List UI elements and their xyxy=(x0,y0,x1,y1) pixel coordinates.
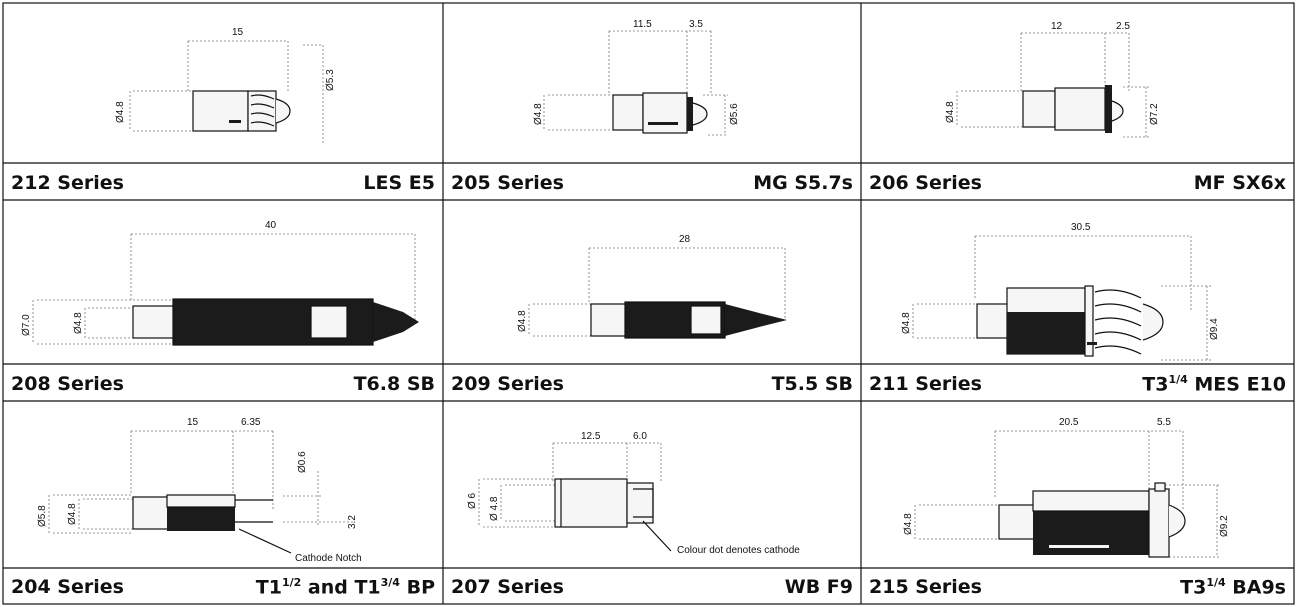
caption-204: 204 Series T11/2 and T13/4 BP xyxy=(11,572,435,598)
dim-dia-body: Ø4.8 xyxy=(903,513,914,535)
dim-lead: 6.35 xyxy=(241,417,261,428)
lamp-207-drawing: 12.5 6.0 Ø 6 Ø 4.8 Colour dot denotes ca… xyxy=(467,431,800,556)
base-type: MF SX6x xyxy=(1193,172,1286,194)
dim-dia-outer: Ø5.8 xyxy=(37,505,48,527)
dim-dia-body: Ø4.8 xyxy=(517,310,528,332)
dim-dia-body: Ø4.8 xyxy=(901,312,912,334)
dim-dia-body: Ø4.8 xyxy=(67,503,78,525)
dim-length: 20.5 xyxy=(1059,417,1079,428)
dim-length: 12 xyxy=(1051,21,1063,32)
caption-206: 206 Series MF SX6x xyxy=(869,168,1286,194)
cathode-notch-note: Cathode Notch xyxy=(295,553,362,564)
base-type: T6.8 SB xyxy=(353,373,435,395)
base-type: T31/4 BA9s xyxy=(1180,575,1286,598)
lamp-208-drawing: 40 Ø7.0 Ø4.8 xyxy=(21,220,419,346)
series-label: 209 Series xyxy=(451,373,564,395)
lamp-215-drawing: 20.5 5.5 Ø4.8 Ø9.2 xyxy=(903,417,1230,558)
dim-length: 15 xyxy=(232,27,244,38)
cell-207-series: 12.5 6.0 Ø 6 Ø 4.8 Colour dot denotes ca… xyxy=(443,401,861,604)
dim-tip: 2.5 xyxy=(1116,21,1130,32)
caption-208: 208 Series T6.8 SB xyxy=(11,369,435,395)
dim-length: 40 xyxy=(265,220,277,231)
dim-dia-base: Ø7.2 xyxy=(1149,103,1160,125)
dim-length: 12.5 xyxy=(581,431,601,442)
base-type: T5.5 SB xyxy=(771,373,853,395)
series-label: 206 Series xyxy=(869,172,982,194)
cell-206-series: 12 2.5 Ø4.8 Ø7.2 206 Series MF SX6x xyxy=(861,3,1294,200)
series-label: 215 Series xyxy=(869,576,982,598)
base-type: MG S5.7s xyxy=(753,172,853,194)
caption-209: 209 Series T5.5 SB xyxy=(451,369,853,395)
dim-spacing: 3.2 xyxy=(347,515,358,529)
caption-212: 212 Series LES E5 xyxy=(11,168,435,194)
base-type: T11/2 and T13/4 BP xyxy=(255,575,435,598)
lamp-204-drawing: 15 6.35 Ø5.8 Ø4.8 Ø0.6 3.2 Cathode Notch xyxy=(37,417,362,564)
dim-dia-body: Ø4.8 xyxy=(533,103,544,125)
base-type: T31/4 MES E10 xyxy=(1142,372,1286,395)
cell-205-series: 11.5 3.5 Ø4.8 Ø5.6 205 Series MG S5.7s xyxy=(443,3,861,200)
dim-dia-outer: Ø7.0 xyxy=(21,314,32,336)
dim-tip: 5.5 xyxy=(1157,417,1171,428)
dim-dia-outer: Ø 6 xyxy=(467,492,478,509)
cell-215-series: 20.5 5.5 Ø4.8 Ø9.2 215 Series T31/4 BA9s xyxy=(861,401,1294,604)
dim-dia-thread: Ø9.4 xyxy=(1209,318,1220,340)
dim-dia-base: Ø9.2 xyxy=(1219,515,1230,537)
series-label: 207 Series xyxy=(451,576,564,598)
series-label: 205 Series xyxy=(451,172,564,194)
dim-tip: 6.0 xyxy=(633,431,647,442)
series-label: 204 Series xyxy=(11,576,124,598)
dim-length: 11.5 xyxy=(633,19,652,30)
caption-215: 215 Series T31/4 BA9s xyxy=(869,572,1286,598)
dim-dia-thread: Ø5.3 xyxy=(325,69,336,91)
series-label: 211 Series xyxy=(869,373,982,395)
series-label: 208 Series xyxy=(11,373,124,395)
base-type: LES E5 xyxy=(363,172,435,194)
dim-length: 30.5 xyxy=(1071,222,1091,233)
lamp-209-drawing: 28 Ø4.8 xyxy=(517,234,787,339)
dim-dia-base: Ø5.6 xyxy=(729,103,740,125)
dim-tip: 3.5 xyxy=(689,19,703,30)
caption-205: 205 Series MG S5.7s xyxy=(451,168,853,194)
lamp-211-drawing: 30.5 Ø4.8 Ø9.4 xyxy=(901,222,1220,361)
caption-211: 211 Series T31/4 MES E10 xyxy=(869,369,1286,395)
cell-208-series: 40 Ø7.0 Ø4.8 208 Series T6.8 SB xyxy=(3,200,443,401)
cell-204-series: 15 6.35 Ø5.8 Ø4.8 Ø0.6 3.2 Cathode Notch… xyxy=(3,401,443,604)
lamp-212-drawing: 15 Ø4.8 Ø5.3 xyxy=(115,27,336,143)
cell-212-series: 15 Ø4.8 Ø5.3 212 Series LES E5 xyxy=(3,3,443,200)
dim-dia-body: Ø 4.8 xyxy=(489,496,500,521)
base-type: WB F9 xyxy=(784,576,853,598)
cathode-dot-note: Colour dot denotes cathode xyxy=(677,545,800,556)
caption-207: 207 Series WB F9 xyxy=(451,572,853,598)
lamp-205-drawing: 11.5 3.5 Ø4.8 Ø5.6 xyxy=(533,19,740,136)
series-label: 212 Series xyxy=(11,172,124,194)
dim-dia-body: Ø4.8 xyxy=(945,101,956,123)
cell-209-series: 28 Ø4.8 209 Series T5.5 SB xyxy=(443,200,861,401)
dim-dia-body: Ø4.8 xyxy=(115,101,126,123)
dim-length: 28 xyxy=(679,234,691,245)
dim-dia-lead: Ø0.6 xyxy=(297,451,308,473)
dim-dia-body: Ø4.8 xyxy=(73,312,84,334)
cell-211-series: 30.5 Ø4.8 Ø9.4 211 Series T31/4 MES E10 xyxy=(861,200,1294,401)
lamp-206-drawing: 12 2.5 Ø4.8 Ø7.2 xyxy=(945,21,1160,138)
dim-length: 15 xyxy=(187,417,199,428)
